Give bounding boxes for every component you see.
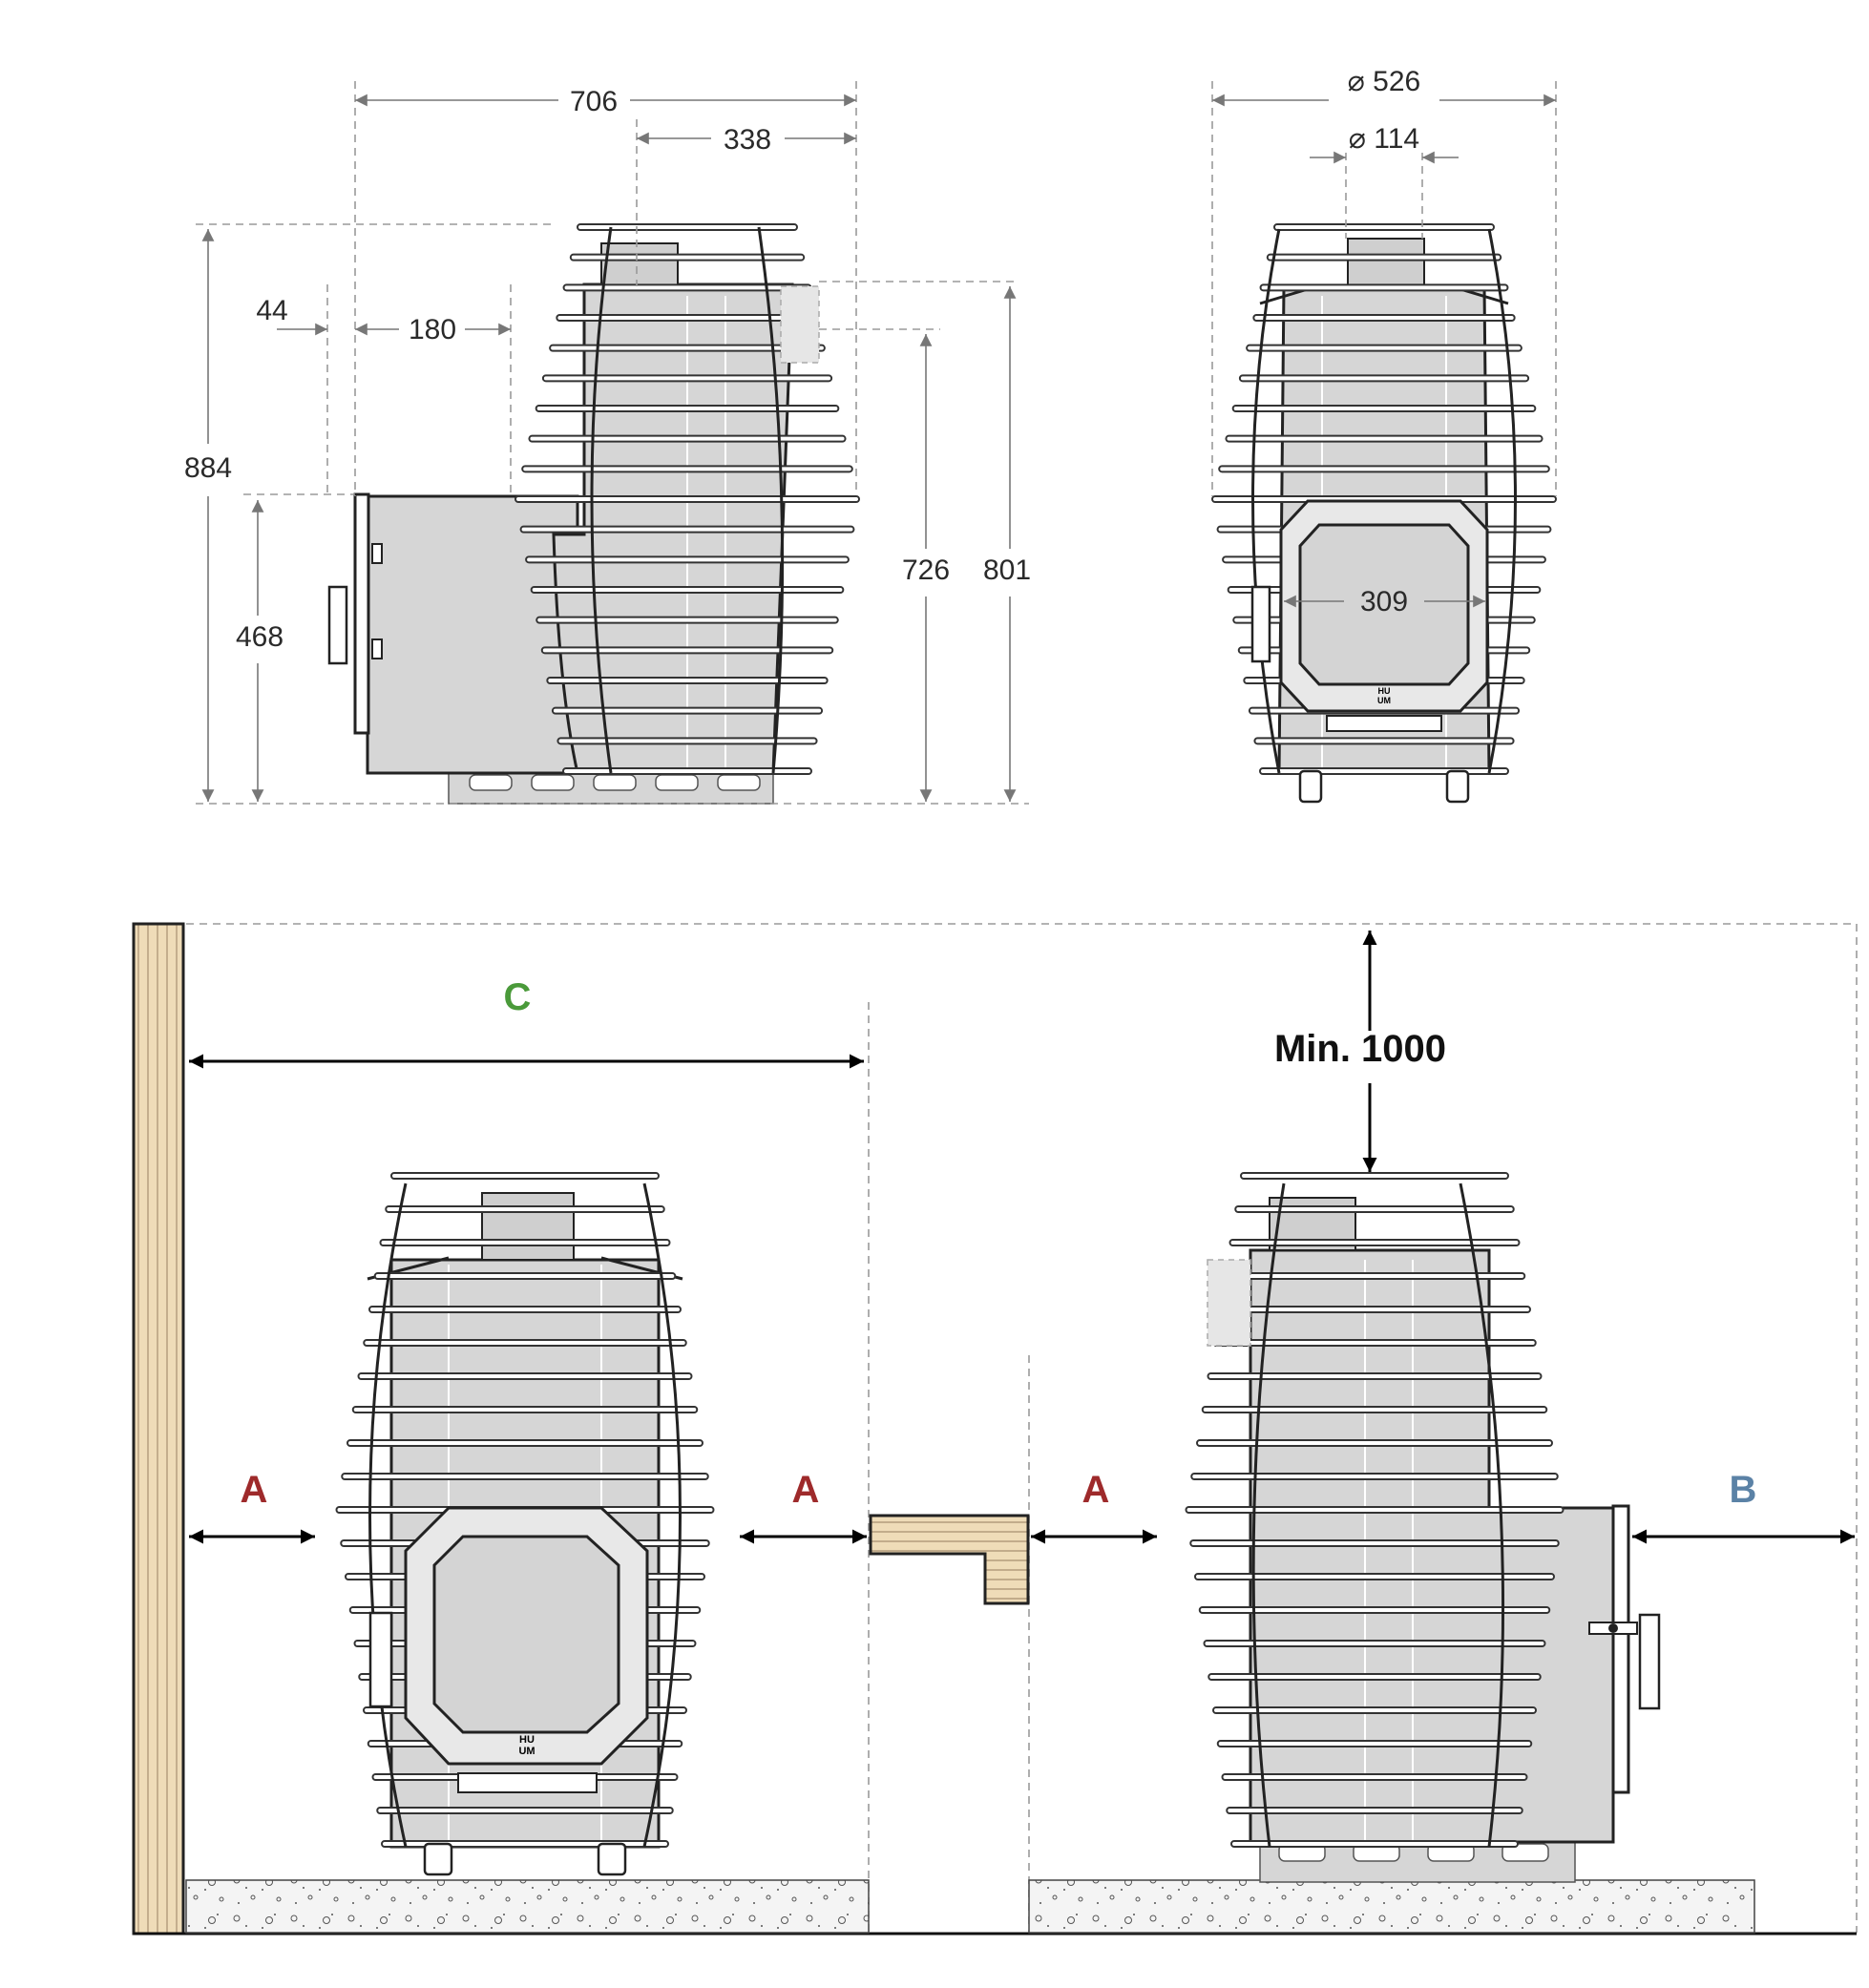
grill-bar bbox=[1266, 253, 1502, 262]
dim-884: 884 bbox=[184, 452, 232, 484]
dim-706: 706 bbox=[570, 86, 618, 117]
sauna-bench bbox=[869, 1514, 1030, 1605]
stove-side-bottom bbox=[1185, 1172, 1661, 1883]
front-view-top: HU UM bbox=[1211, 223, 1557, 804]
grill-bar bbox=[541, 374, 833, 383]
grill-bar bbox=[546, 677, 829, 684]
dim-468: 468 bbox=[236, 621, 284, 653]
grill-bar bbox=[379, 1239, 671, 1246]
grill-bar bbox=[1226, 1807, 1523, 1814]
gravel-floor-left bbox=[185, 1879, 870, 1934]
grill-bar bbox=[1225, 434, 1544, 443]
side-view-grill-bars bbox=[514, 223, 860, 775]
grill-bar bbox=[1252, 314, 1516, 322]
dim-diameter-114: ⌀ 114 bbox=[1349, 123, 1419, 155]
grill-bar bbox=[540, 646, 834, 655]
logo-top-line2: UM bbox=[1377, 696, 1391, 705]
grill-bar bbox=[381, 1840, 669, 1848]
grill-bar bbox=[535, 405, 840, 412]
grill-bar bbox=[549, 344, 826, 352]
bottom-right-grill-bars bbox=[1185, 1172, 1564, 1848]
grill-bar bbox=[1230, 1840, 1519, 1848]
grill-bar bbox=[390, 1172, 660, 1180]
grill-bar bbox=[363, 1339, 687, 1347]
grill-bar bbox=[1228, 1239, 1521, 1246]
grill-bar bbox=[556, 314, 819, 322]
label-c: C bbox=[504, 976, 532, 1018]
grill-bar bbox=[1212, 1706, 1537, 1714]
grill-bar bbox=[373, 1272, 677, 1280]
wooden-wall bbox=[132, 922, 185, 1936]
dim-180: 180 bbox=[409, 314, 456, 345]
side-view bbox=[327, 223, 860, 805]
grill-bar bbox=[1189, 1539, 1560, 1547]
logo-bottom-line1: HU bbox=[519, 1734, 535, 1746]
grill-bar bbox=[519, 525, 855, 534]
grill-bar bbox=[357, 1372, 693, 1380]
grill-bar bbox=[1198, 1606, 1551, 1614]
clearance-annotations: C A A A B Min. 1000 bbox=[189, 931, 1855, 1544]
grill-bar bbox=[1238, 374, 1530, 383]
grill-bar bbox=[341, 1473, 709, 1480]
grill-bar bbox=[528, 434, 847, 443]
dim-diameter-526: ⌀ 526 bbox=[1348, 66, 1420, 97]
grill-bar bbox=[1207, 1372, 1543, 1380]
grill-bar bbox=[1259, 767, 1509, 775]
grill-bar bbox=[521, 465, 853, 473]
dim-338: 338 bbox=[724, 124, 771, 156]
grill-bar bbox=[577, 223, 798, 231]
grill-bar bbox=[1240, 1172, 1509, 1180]
grill-bar bbox=[556, 737, 818, 745]
grill-bar bbox=[514, 495, 860, 503]
dim-726: 726 bbox=[902, 555, 950, 586]
label-b: B bbox=[1730, 1469, 1757, 1511]
grill-bar bbox=[351, 1406, 699, 1413]
grill-bar bbox=[1216, 1740, 1533, 1747]
grill-bar bbox=[525, 555, 850, 564]
grill-bar bbox=[569, 253, 806, 262]
grill-bar bbox=[530, 586, 845, 594]
grill-bar bbox=[1218, 465, 1550, 473]
grill-bar bbox=[1201, 1406, 1548, 1413]
grill-bar bbox=[562, 283, 812, 292]
stove-front-bottom: HU UM bbox=[335, 1172, 715, 1876]
grill-bar bbox=[1253, 737, 1515, 745]
grill-bar bbox=[1234, 1205, 1515, 1213]
grill-bar bbox=[562, 767, 812, 775]
grill-bar bbox=[1259, 283, 1509, 292]
grill-bar bbox=[385, 1205, 665, 1213]
grill-bar bbox=[1185, 1506, 1564, 1514]
gravel-floor-right bbox=[1028, 1879, 1755, 1934]
grill-bar bbox=[1221, 1773, 1528, 1781]
label-a-middle: A bbox=[792, 1469, 820, 1511]
grill-bar bbox=[1208, 1673, 1542, 1681]
grill-bar bbox=[1273, 223, 1495, 231]
grill-bar bbox=[1190, 1473, 1559, 1480]
grill-bar bbox=[1203, 1640, 1546, 1647]
front-view-dimensions: ⌀ 526 ⌀ 114 309 bbox=[1211, 66, 1557, 620]
logo-top-line1: HU bbox=[1378, 686, 1391, 696]
grill-bar bbox=[368, 1306, 682, 1313]
grill-bar bbox=[1194, 1573, 1555, 1580]
label-a-left: A bbox=[241, 1469, 268, 1511]
grill-bar bbox=[1231, 405, 1537, 412]
label-a-right: A bbox=[1082, 1469, 1110, 1511]
logo-bottom-line2: UM bbox=[518, 1746, 535, 1757]
grill-bar bbox=[551, 706, 824, 715]
side-view-dimensions: 706 338 884 468 44 180 726 801 bbox=[184, 81, 1031, 805]
grill-bar bbox=[1196, 1439, 1553, 1447]
grill-bar bbox=[1246, 344, 1522, 352]
dim-309: 309 bbox=[1360, 586, 1408, 617]
dim-44: 44 bbox=[256, 295, 287, 326]
grill-bar bbox=[376, 1807, 674, 1814]
label-min-1000: Min. 1000 bbox=[1274, 1028, 1446, 1070]
grill-bar bbox=[346, 1439, 704, 1447]
dim-801: 801 bbox=[983, 555, 1031, 586]
grill-bar bbox=[536, 616, 839, 624]
